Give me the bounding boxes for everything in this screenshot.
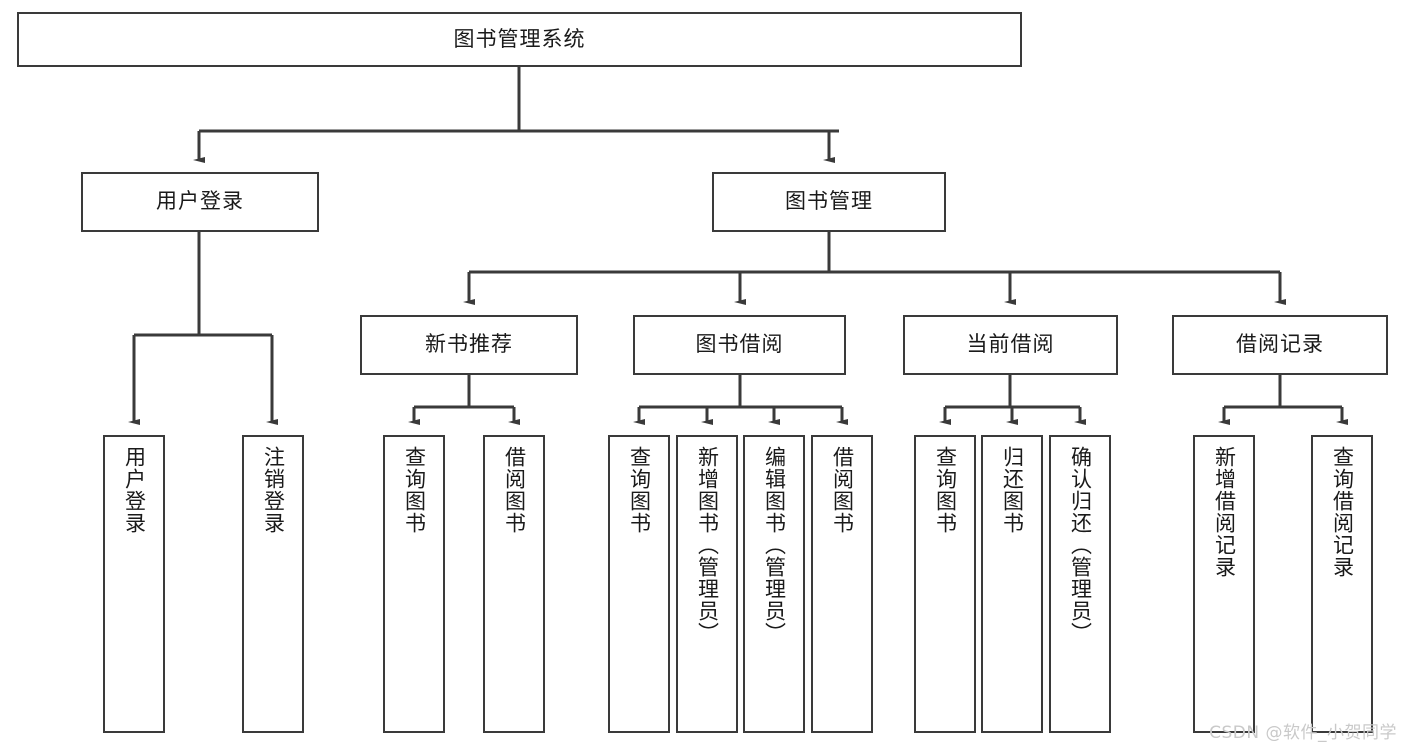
node-label: 借阅图书 xyxy=(830,446,855,534)
node-label: 当前借阅 xyxy=(966,332,1055,357)
leaf-current-return-book[interactable]: 归还图书 xyxy=(981,435,1043,733)
node-label: 新书推荐 xyxy=(425,332,513,357)
leaf-current-confirm-return[interactable]: 确认归还（管理员） xyxy=(1049,435,1111,733)
node-label: 借阅图书 xyxy=(502,446,527,534)
node-borrow-record[interactable]: 借阅记录 xyxy=(1172,315,1388,375)
node-label: 用户登录 xyxy=(156,189,244,214)
leaf-record-add-record[interactable]: 新增借阅记录 xyxy=(1193,435,1255,733)
csdn-watermark: CSDN @软件_小贺同学 xyxy=(1209,723,1397,743)
node-label: 查询图书 xyxy=(933,446,958,534)
leaf-user-login[interactable]: 用户登录 xyxy=(103,435,165,733)
leaf-record-query-record[interactable]: 查询借阅记录 xyxy=(1311,435,1373,733)
node-label: 用户登录 xyxy=(122,446,147,534)
node-label: 查询图书 xyxy=(402,446,427,534)
leaf-borrow-add-book[interactable]: 新增图书（管理员） xyxy=(676,435,738,733)
node-label: 编辑图书（管理员） xyxy=(762,446,787,644)
node-label: 借阅记录 xyxy=(1236,332,1324,357)
node-label: 新增借阅记录 xyxy=(1212,446,1237,578)
node-book-management[interactable]: 图书管理 xyxy=(712,172,946,232)
node-label: 查询图书 xyxy=(627,446,652,534)
node-current-borrow[interactable]: 当前借阅 xyxy=(903,315,1118,375)
node-label: 查询借阅记录 xyxy=(1330,446,1355,578)
node-new-book-recommend[interactable]: 新书推荐 xyxy=(360,315,578,375)
node-label: 图书管理系统 xyxy=(453,26,586,51)
node-label: 图书管理 xyxy=(785,189,873,214)
leaf-recommend-query-book[interactable]: 查询图书 xyxy=(383,435,445,733)
node-root-system[interactable]: 图书管理系统 xyxy=(17,12,1022,67)
node-label: 注销登录 xyxy=(261,446,286,534)
leaf-user-logout[interactable]: 注销登录 xyxy=(242,435,304,733)
node-label: 确认归还（管理员） xyxy=(1068,446,1093,644)
leaf-borrow-borrow-book[interactable]: 借阅图书 xyxy=(811,435,873,733)
leaf-recommend-borrow-book[interactable]: 借阅图书 xyxy=(483,435,545,733)
leaf-current-query-book[interactable]: 查询图书 xyxy=(914,435,976,733)
node-book-borrow[interactable]: 图书借阅 xyxy=(633,315,846,375)
node-user-login[interactable]: 用户登录 xyxy=(81,172,319,232)
leaf-borrow-edit-book[interactable]: 编辑图书（管理员） xyxy=(743,435,805,733)
node-label: 图书借阅 xyxy=(695,332,784,357)
node-label: 归还图书 xyxy=(1000,446,1025,534)
node-label: 新增图书（管理员） xyxy=(695,446,720,644)
leaf-borrow-query-book[interactable]: 查询图书 xyxy=(608,435,670,733)
